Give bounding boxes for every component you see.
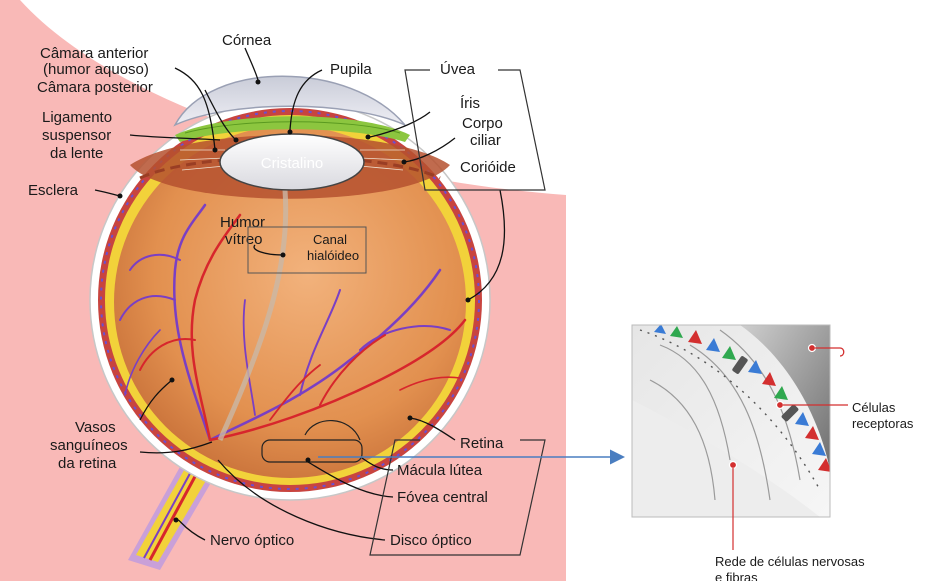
macula-label: Mácula lútea xyxy=(397,462,483,479)
nerve-network-label-2: e fibras xyxy=(715,570,758,581)
ciliary-body-label-1: Corpo xyxy=(462,115,503,132)
ligament-label-3: da lente xyxy=(50,145,103,162)
ciliary-body-label-2: ciliar xyxy=(470,132,501,149)
hyaloid-label-1: Canal xyxy=(313,232,347,247)
posterior-chamber-label: Câmara posterior xyxy=(37,79,153,96)
receptor-cells-label-2: receptoras xyxy=(852,416,914,431)
receptor-cells-label-1: Células xyxy=(852,400,896,415)
uvea-label: Úvea xyxy=(440,61,476,78)
ligament-label-1: Ligamento xyxy=(42,109,112,126)
anterior-chamber-label-2: (humor aquoso) xyxy=(43,61,149,78)
vessels-label-2: sanguíneos xyxy=(50,437,128,454)
nerve-network-label-1: Rede de células nervosas xyxy=(715,554,865,569)
vessels-label-1: Vasos xyxy=(75,419,116,436)
vitreous-label-2: vítreo xyxy=(225,231,263,248)
choroid-label: Corióide xyxy=(460,159,516,176)
sclera-label: Esclera xyxy=(28,182,79,199)
retina-label: Retina xyxy=(460,435,504,452)
hyaloid-label-2: hialóideo xyxy=(307,248,359,263)
vessels-label-3: da retina xyxy=(58,455,117,472)
anterior-chamber-label-1: Câmara anterior xyxy=(40,45,148,62)
iris-label: Íris xyxy=(460,95,480,112)
vitreous-label-1: Humor xyxy=(220,214,265,231)
fovea-label: Fóvea central xyxy=(397,489,488,506)
ligament-label-2: suspensor xyxy=(42,127,111,144)
optic-disc-label: Disco óptico xyxy=(390,532,472,549)
optic-nerve-label: Nervo óptico xyxy=(210,532,294,549)
pupil-label: Pupila xyxy=(330,61,372,78)
retina-inset xyxy=(632,324,848,550)
cornea-label: Córnea xyxy=(222,32,272,49)
lens-label: Cristalino xyxy=(261,155,324,172)
